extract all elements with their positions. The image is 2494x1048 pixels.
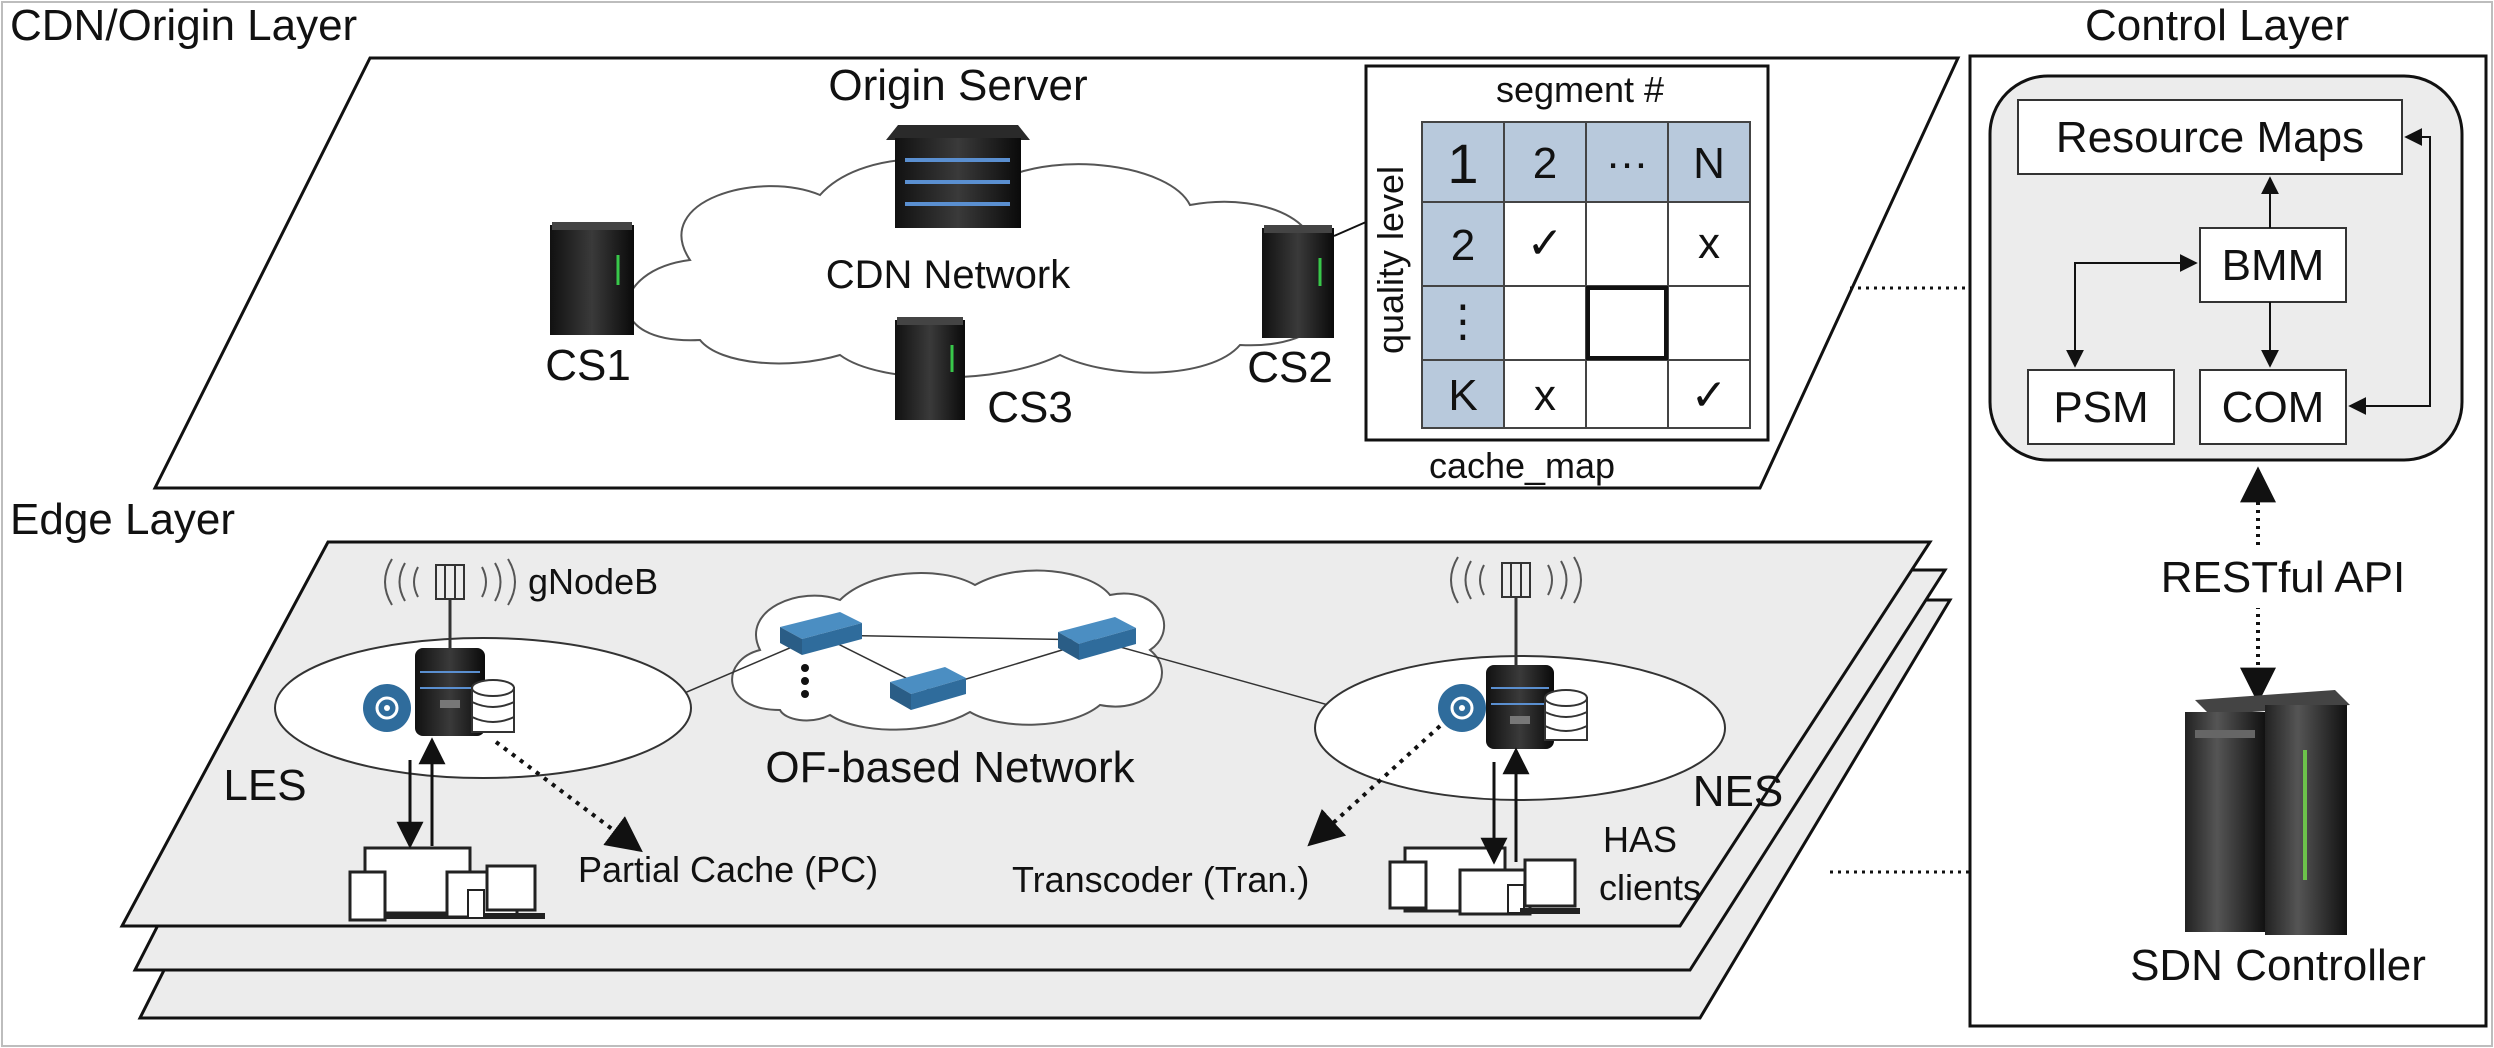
resource-maps-box [2017,99,2403,175]
edge-server-icon [1486,665,1554,749]
cache-map-header-1: 1 [1447,132,1478,195]
psm-box [2027,369,2175,445]
restful-api-label-bg [2130,548,2460,608]
cache-map-cell: ✓ [1527,219,1564,268]
cache-map-header-ellipsis: … [1605,129,1649,178]
nes-label: NES [1693,767,1783,816]
partial-cache-arrow [494,740,643,853]
com-resource-maps-arrow [2348,128,2431,415]
resource-maps-label: Resource Maps [2056,113,2364,162]
cdn-network-cloud [626,158,1333,379]
com-box [2199,369,2347,445]
cs2-to-cache-map-line [1333,221,1367,237]
has-clients-label-line1: HAS [1603,819,1677,860]
cs2-server-icon [1262,225,1334,338]
cdn-layer-title: CDN/Origin Layer [10,1,357,50]
cache-map-row-label-k: K [1448,371,1477,420]
cache-map-grid [1421,121,1751,429]
antenna-icon [1450,556,1582,668]
cache-map-highlight-cell [1586,286,1668,360]
switch-icon [890,667,966,710]
bmm-psm-arrow [2066,254,2198,368]
origin-server-label: Origin Server [828,61,1087,110]
cs1-server-icon [550,222,634,335]
cache-map-col-axis: segment # [1496,69,1664,110]
transcoder-label: Transcoder (Tran.) [1012,859,1309,900]
cache-map-title: cache_map [1429,445,1615,486]
cache-map-cell: x [1698,219,1720,268]
of-network-cloud [731,569,1166,731]
cache-map-cell: x [1534,371,1556,420]
gear-icon [1438,684,1486,732]
has-clients-label-line2: clients [1599,867,1701,908]
cs1-label: CS1 [545,341,631,390]
antenna-icon [384,558,516,650]
cache-map-row-label-ellipsis: ⋮ [1441,297,1485,346]
edge-layer-title: Edge Layer [10,495,235,544]
switch-ellipsis [801,664,809,698]
cache-map: segment # quality level 1 2 … N 2 ✓ x ⋮ [1364,64,1770,486]
restful-api-label: RESTful API [2161,553,2406,602]
cache-map-row-axis: quality level [1370,166,1411,354]
switch-icon [1058,617,1136,660]
client-devices-icon [1388,846,1580,916]
cdn-network-label: CDN Network [826,253,1071,297]
cache-map-header-n: N [1693,139,1725,188]
cs2-label: CS2 [1247,343,1333,392]
cache-map-header-col [1422,122,1504,428]
bmm-label: BMM [2222,241,2325,290]
origin-server-icon [886,125,1030,228]
cs3-server-icon [895,317,965,420]
sdn-controller-icon [2185,690,2350,935]
psm-label: PSM [2053,383,2148,432]
partial-cache-label: Partial Cache (PC) [578,849,878,890]
database-icon [1544,689,1588,741]
control-layer-title: Control Layer [2085,1,2349,50]
gear-icon [363,684,411,732]
cache-map-row-label-2: 2 [1451,221,1475,270]
edge-layer-plane [119,540,1933,928]
switch-icon [780,612,862,655]
cs3-label: CS3 [987,383,1073,432]
of-network-label: OF-based Network [765,743,1135,792]
database-icon [471,679,515,733]
les-label: LES [223,761,306,810]
cache-map-header-2: 2 [1533,139,1557,188]
sdn-controller-label: SDN Controller [2130,941,2426,990]
cache-map-cell: ✓ [1691,371,1728,420]
bmm-box [2199,227,2347,303]
com-label: COM [2222,383,2325,432]
gnodeb-label: gNodeB [528,561,658,602]
edge-server-icon [415,648,485,736]
